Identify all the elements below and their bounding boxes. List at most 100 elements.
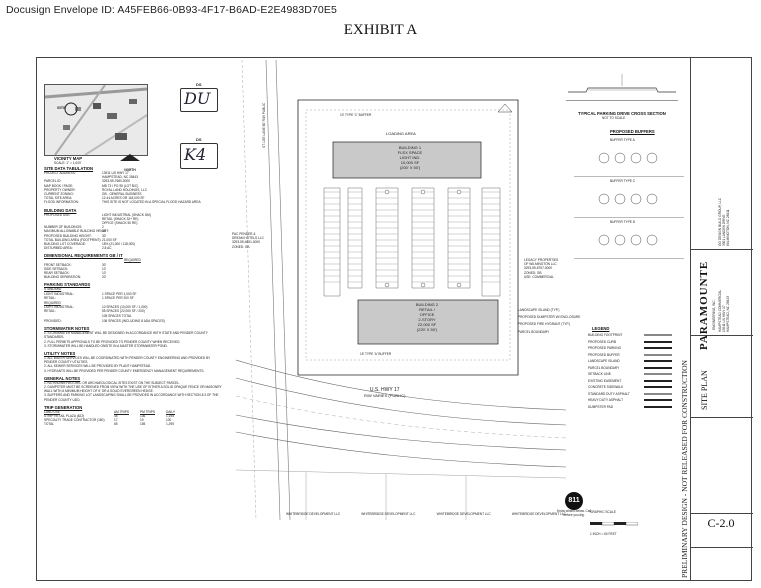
adjacent-left-line: ZONED: GB [232, 244, 250, 249]
table-row: 105 SPACES TOTAL [44, 314, 239, 318]
notes-column: SITE DATA TABULATION PROJECT ADDRESS:139… [44, 166, 239, 427]
building-2-line: RETAIL / [419, 307, 435, 312]
title-block [690, 57, 753, 581]
initial-tag-2: DS [196, 137, 202, 142]
legend-item: PROPOSED PARKING [588, 345, 688, 352]
buffer-tree-icons [598, 193, 658, 205]
row-value: LIGHT INDUSTRIAL (SHACK DM) [102, 212, 151, 217]
legend-swatch [644, 405, 672, 408]
parking-header: PARKING STANDARDS [44, 282, 91, 288]
building-1-line: LIGHT IND. [399, 155, 421, 160]
building-2-line: (220' X 50') [416, 327, 438, 332]
tree-icon [598, 234, 610, 246]
exhibit-title: EXHIBIT A [343, 22, 418, 38]
cross-section-drawing [568, 74, 676, 93]
row-value: 3293-59-7680-0000 [102, 179, 131, 184]
buffer-tree-icons [598, 234, 658, 246]
row-value: 20' [102, 275, 107, 280]
cross-section-title: TYPICAL PARKING DRIVE CROSS SECTION [578, 111, 666, 116]
trip-cell: 1,195 [166, 413, 174, 418]
vicinity-site-label: SITE [57, 105, 66, 110]
buffer-bottom-label: 15' TYPE 'A' BUFFER [360, 352, 392, 356]
bottom-owners: WHITEBRIDGE DEVELOPMENT LLC WHITEBRIDGE D… [286, 512, 566, 516]
trip-cell: 65 [114, 422, 118, 427]
note-item: 3. STORMWATER WILL BE HANDLED ONSITE IN … [44, 343, 168, 348]
cross-section-scale: NOT TO SCALE [602, 116, 626, 120]
buffer-tree-icons [598, 152, 658, 164]
table-row: DISTURBED AREA:2.8 AC [44, 246, 239, 250]
loading-area-label: LOADING AREA [386, 131, 416, 136]
trip-col: LAND USE [44, 409, 60, 414]
legend-item: DUMPSTER PAD [588, 404, 688, 411]
note-item: 1. ALL WATER SERVICES WILL BE COORDINATE… [44, 355, 211, 365]
legend-label: PROPOSED PARKING [588, 346, 622, 351]
bottom-owner: WHITEBRIDGE DEVELOPMENT LLC [436, 512, 491, 516]
buffer-label: BUFFER TYPE D [610, 220, 636, 224]
bottom-owner: WHITEBRIDGE DEVELOPMENT LLC [286, 512, 341, 516]
row-label: SIDE SETBACK: [44, 266, 69, 271]
building-1-line: 10,000 SF [400, 160, 420, 165]
legend-swatch [644, 334, 672, 337]
row-label: PROPOSED BUILDING HEIGHT: [44, 233, 92, 238]
legend-label: STANDARD DUTY ASPHALT [588, 391, 630, 396]
row-label: PARCEL ID: [44, 179, 62, 184]
legend-label: PROPOSED CURB [588, 339, 616, 344]
row-value: HAMPSTEAD, NC 28443 [102, 175, 138, 180]
table-row: RETAIL:55 SPACES (22,000 SF / 200) [44, 309, 239, 313]
row-value: 13911 US HWY 17 [102, 171, 129, 175]
building-2-line: BUILDING 2 [415, 302, 439, 307]
parking-provided: PROVIDED: 106 SPACES (INCLUDING 8 ADA SP… [44, 318, 165, 323]
trip-cell: 48 [114, 413, 118, 418]
cross-section [566, 70, 678, 112]
row-label: MAP BOOK / PAGE: [44, 183, 74, 188]
project-line: HAMPSTEAD, NC 28443 [726, 296, 731, 332]
tree-icon [630, 193, 642, 205]
note-item: 2. ALL SEWER SERVICES WILL BE PROVIDED B… [44, 364, 152, 369]
tree-icon [614, 193, 626, 205]
table-row: BUILDING SEPARATION:20' [44, 275, 239, 279]
note-item: 1. NO KNOWN HISTORIC OR ARCHAEOLOGICAL S… [44, 380, 180, 385]
highway-label: U.S. HWY 17 R/W VARIES (PUBLIC) [364, 387, 406, 399]
tree-icon [630, 234, 642, 246]
legend-label: LANDSCAPE ISLAND [588, 359, 620, 364]
buffer-label: BUFFER TYPE C [610, 179, 636, 183]
call-811-icon: 811 [565, 492, 583, 510]
row-label [44, 314, 96, 318]
row-value: 105 SPACES TOTAL [102, 313, 132, 318]
scale-bar-graphic [590, 522, 639, 526]
tree-icon [646, 193, 658, 205]
row-value: 40' [102, 229, 107, 234]
row-label: PROPERTY OWNER: [44, 187, 76, 192]
sheet-title: SITE PLAN [700, 370, 709, 410]
adjacent-right-line: OF WILMINGTON LLC [524, 262, 557, 267]
note-item: 2. DUMPSTER MUST BE SCREENED FROM VIEW W… [44, 384, 222, 394]
legend-swatch [644, 360, 672, 363]
table-row: SIDE SETBACK:10' [44, 267, 239, 271]
row-label: FRONT SETBACK: [44, 262, 72, 267]
note-item: 3. HYDRANTS WILL BE PROVIDED PER PENDER … [44, 368, 205, 373]
row-label: MAXIMUM ALLOWABLE BUILDING HEIGHT: [44, 229, 109, 234]
table-row: LIGHT INDUSTRIAL:1 SPACE PER 1,000 SF [44, 292, 239, 296]
legend-item: PARCEL BOUNDARY [588, 365, 688, 372]
note-item: 1. STORMWATER MANAGEMENT WILL BE DESIGNE… [44, 331, 208, 340]
table-row: BUILDING LOT COVERAGE:18% (21,000 / 118,… [44, 242, 239, 246]
legend-item: PROPOSED CURB [588, 339, 688, 346]
row-value: 12.44 ACRES OR 118,000 SF [102, 196, 145, 201]
table-row: RETAIL (SHACK 32+ RE) [44, 217, 239, 221]
legend-item: HEAVY DUTY ASPHALT [588, 397, 688, 404]
building-2-line: 22,000 SF [417, 322, 437, 327]
legend-item: STANDARD DUTY ASPHALT [588, 391, 688, 398]
dimensional-table: FRONT SETBACK:30'SIDE SETBACK:10'REAR SE… [44, 263, 239, 280]
legend-label: EXISTING EASEMENT [588, 378, 622, 383]
legend-item: SETBACK LINE [588, 371, 688, 378]
table-row: NUMBER OF BUILDINGS:2 [44, 225, 239, 229]
initial-tag-1: DS [196, 82, 202, 87]
table-row: PARCEL ID: 3293-59-7680-0000 [44, 179, 239, 183]
